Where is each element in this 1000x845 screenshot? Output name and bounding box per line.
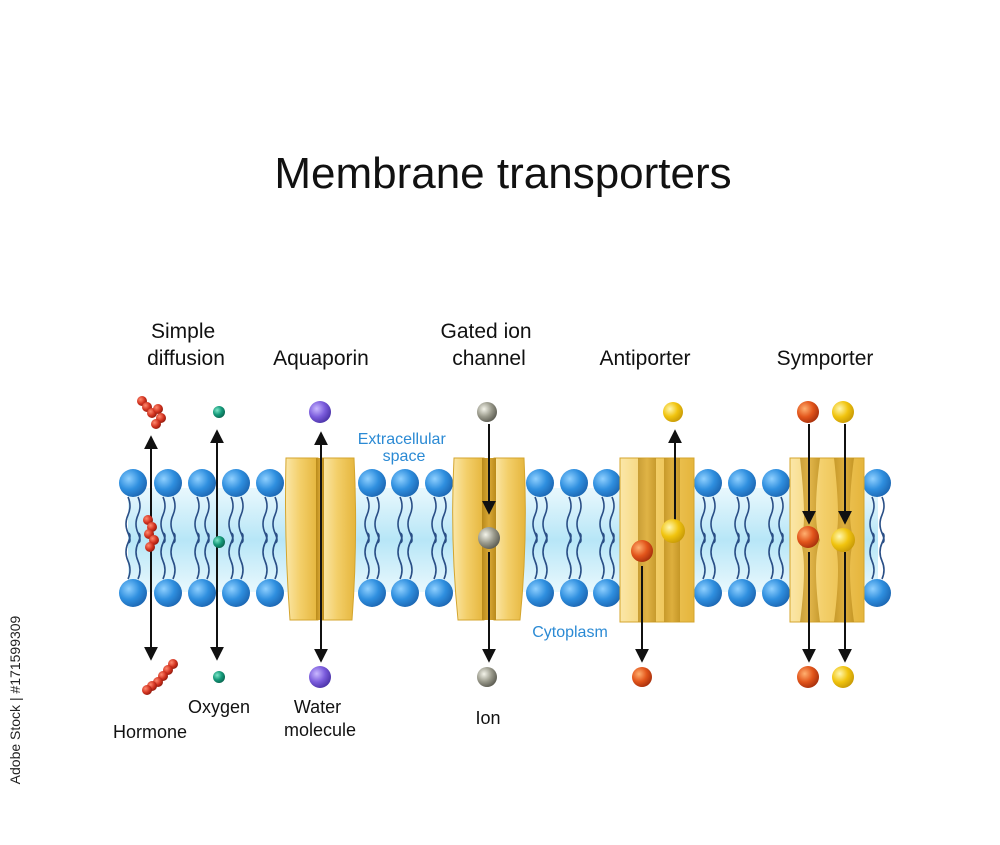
lipid-head-upper [560, 469, 588, 497]
lipid-head-lower [188, 579, 216, 607]
lipid-head-upper [391, 469, 419, 497]
label-gated-ion-channel: Gated ion channel [441, 320, 538, 370]
lipid-head-lower [358, 579, 386, 607]
lipid-tail-lower [744, 532, 750, 580]
lipid-tail-lower [407, 532, 413, 580]
lipid-tail-lower [576, 532, 582, 580]
lipid-head-lower [391, 579, 419, 607]
lipid-head-lower [728, 579, 756, 607]
lipid-tail-lower [228, 532, 234, 580]
lipid-head-lower [425, 579, 453, 607]
symporter-yellow-solute-bottom [832, 666, 854, 688]
hormone-molecule-top [137, 396, 166, 429]
transport-arrows [144, 424, 852, 663]
water-molecule-bottom [309, 666, 331, 688]
lipid-tail-lower [734, 532, 740, 580]
lipid-head-lower [222, 579, 250, 607]
antiporter-protein [619, 457, 695, 623]
lipid-tail-lower [599, 532, 605, 580]
label-simple-diffusion: Simple diffusion [147, 320, 225, 370]
lipid-head-lower [694, 579, 722, 607]
lipid-head-upper [222, 469, 250, 497]
ion-molecule-middle [478, 527, 500, 549]
lipid-head-upper [526, 469, 554, 497]
antiporter-red-solute-inside [631, 540, 653, 562]
label-oxygen: Oxygen [188, 697, 250, 717]
lipid-tail-lower [204, 532, 210, 580]
lipid-head-upper [188, 469, 216, 497]
lipid-tail-lower [710, 532, 716, 580]
lipid-head-lower [762, 579, 790, 607]
label-antiporter: Antiporter [599, 347, 690, 370]
symporter-red-solute-top [797, 401, 819, 423]
lipid-head-lower [256, 579, 284, 607]
oxygen-molecule-top [213, 406, 225, 418]
lipid-tail-lower [135, 532, 141, 580]
diagram-title: Membrane transporters [274, 149, 731, 198]
label-hormone: Hormone [113, 722, 187, 742]
lipid-tail-lower [431, 532, 437, 580]
lipid-tail-lower [879, 532, 885, 580]
water-molecule-top [309, 401, 331, 423]
lipid-head-upper [256, 469, 284, 497]
symporter-yellow-solute-top [832, 401, 854, 423]
lipid-head-upper [593, 469, 621, 497]
lipid-tail-lower [397, 532, 403, 580]
lipid-tail-lower [170, 532, 176, 580]
hormone-molecule-bottom [142, 659, 178, 695]
lipid-tail-lower [364, 532, 370, 580]
lipid-head-lower [560, 579, 588, 607]
lipid-tail-lower [532, 532, 538, 580]
lipid-head-lower [863, 579, 891, 607]
lipid-head-upper [694, 469, 722, 497]
lipid-head-lower [593, 579, 621, 607]
ion-molecule-top [477, 402, 497, 422]
oxygen-molecule-bottom [213, 671, 225, 683]
lipid-tail-lower [262, 532, 268, 580]
symporter-yellow-solute-inside [831, 528, 855, 552]
label-extracellular-space: Extracellular space [358, 431, 450, 465]
lipid-head-upper [119, 469, 147, 497]
antiporter-yellow-solute-inside [661, 519, 685, 543]
antiporter-yellow-solute-top [663, 402, 683, 422]
ion-molecule-bottom [477, 667, 497, 687]
stock-id-watermark: Adobe Stock | #171599309 [7, 615, 23, 784]
lipid-head-upper [728, 469, 756, 497]
oxygen-molecule-middle [213, 536, 225, 548]
lipid-tail-lower [272, 532, 278, 580]
label-aquaporin: Aquaporin [273, 347, 369, 370]
lipid-tail-lower [160, 532, 166, 580]
lipid-tail-lower [374, 532, 380, 580]
lipid-bilayer [119, 469, 891, 607]
label-cytoplasm: Cytoplasm [532, 624, 608, 641]
lipid-tail-lower [194, 532, 200, 580]
hormone-molecule-middle [143, 515, 159, 552]
lipid-tail-lower [778, 532, 784, 580]
gated-ion-channel-protein [452, 457, 526, 621]
lipid-tail-lower [125, 532, 131, 580]
lipid-tail-lower [700, 532, 706, 580]
lipid-head-upper [358, 469, 386, 497]
label-ion: Ion [475, 708, 500, 728]
lipid-tail-lower [441, 532, 447, 580]
lipid-tail-lower [542, 532, 548, 580]
lipid-tail-lower [566, 532, 572, 580]
lipid-tail-lower [768, 532, 774, 580]
symporter-red-solute-inside [797, 526, 819, 548]
symporter-red-solute-bottom [797, 666, 819, 688]
lipid-tail-lower [238, 532, 244, 580]
lipid-head-lower [119, 579, 147, 607]
antiporter-red-solute-bottom [632, 667, 652, 687]
label-water-molecule: Water molecule [284, 697, 356, 740]
label-symporter: Symporter [777, 347, 874, 370]
lipid-head-upper [425, 469, 453, 497]
lipid-head-upper [154, 469, 182, 497]
lipid-tail-lower [609, 532, 615, 580]
lipid-head-lower [154, 579, 182, 607]
lipid-head-upper [863, 469, 891, 497]
lipid-head-upper [762, 469, 790, 497]
lipid-tail-lower [869, 532, 875, 580]
lipid-head-lower [526, 579, 554, 607]
